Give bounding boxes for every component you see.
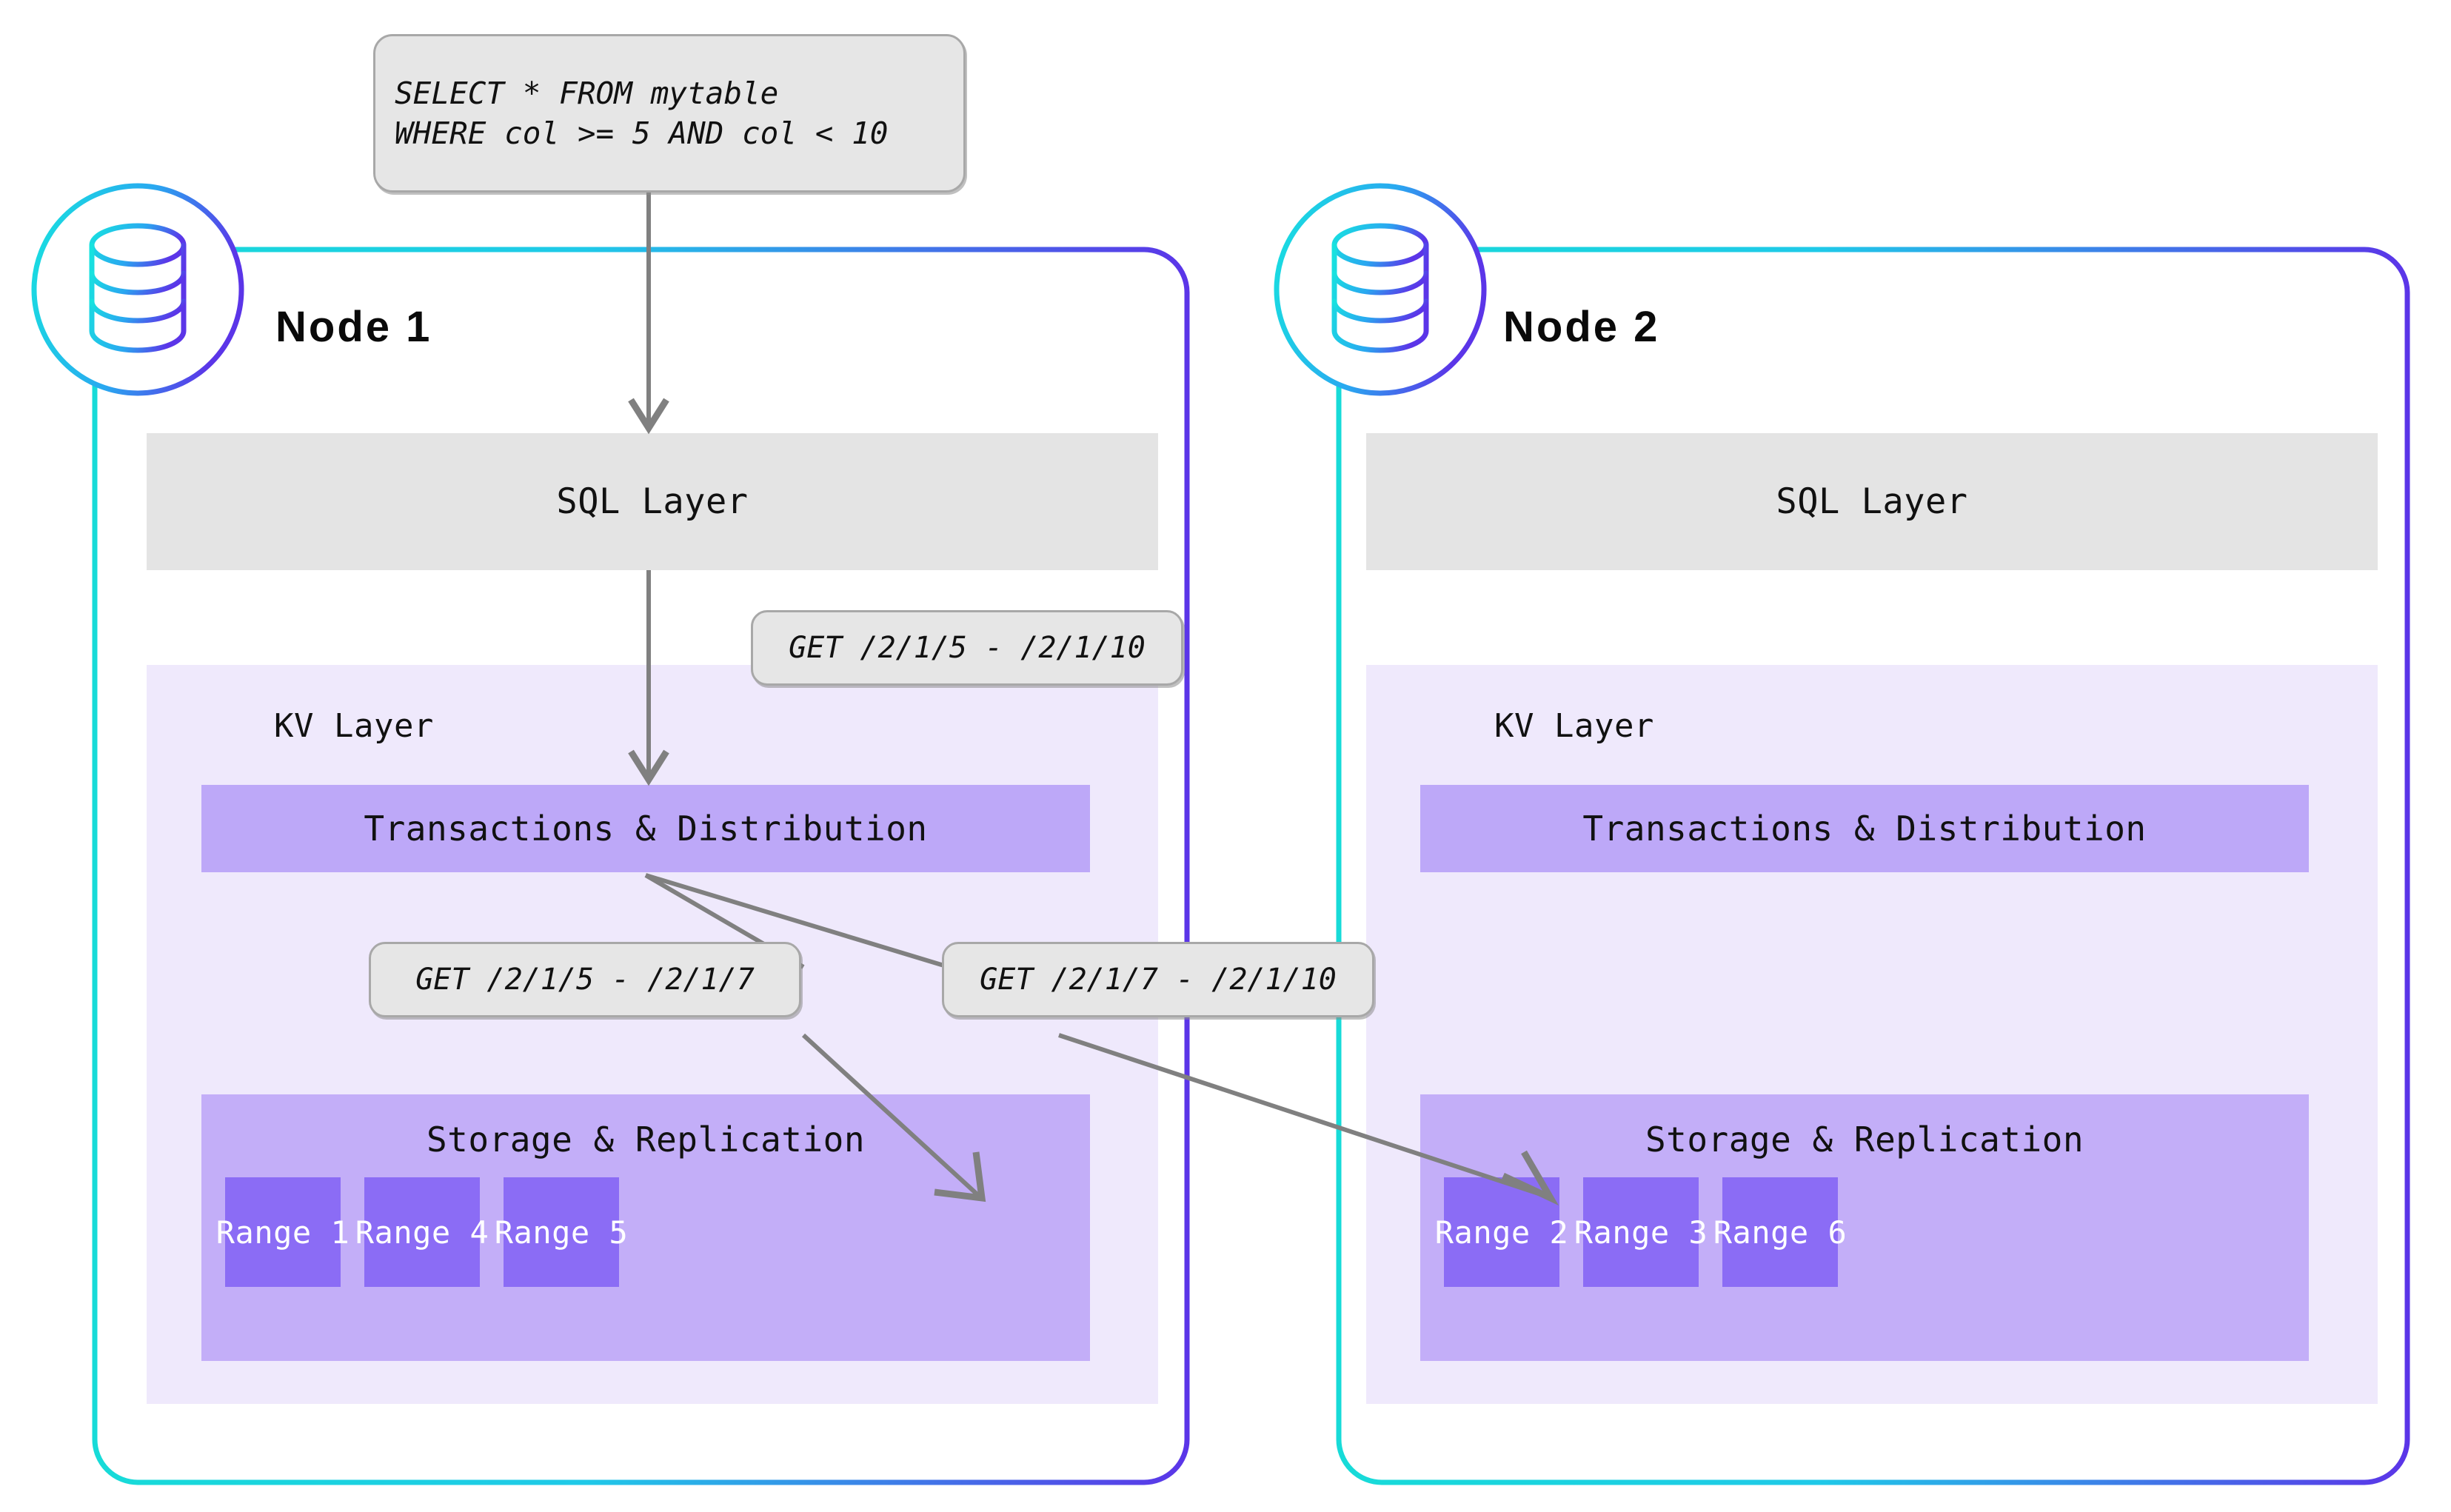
node-1-storage-label: Storage & Replication <box>426 1120 866 1160</box>
get-full-range-label: GET /2/1/5 - /2/1/10 <box>789 631 1146 665</box>
node-1-transactions-label: Transactions & Distribution <box>364 809 928 849</box>
node-2-transactions-bar[interactable]: Transactions & Distribution <box>1420 785 2309 872</box>
get-full-range-callout[interactable]: GET /2/1/5 - /2/1/10 <box>751 610 1183 686</box>
database-icon-node-1 <box>31 183 244 396</box>
sql-query-line-1: SELECT * FROM mytable <box>395 75 779 111</box>
node-1-storage-panel: Storage & Replication Range 1 Range 4 Ra… <box>201 1094 1090 1361</box>
node-2-title: Node 2 <box>1503 303 1660 351</box>
node-2-transactions-label: Transactions & Distribution <box>1582 809 2147 849</box>
node-1-sql-layer-label: SQL Layer <box>556 481 749 522</box>
node-1-range-row: Range 1 Range 4 Range 5 <box>201 1177 1090 1287</box>
node-1-transactions-bar[interactable]: Transactions & Distribution <box>201 785 1090 872</box>
range-label: Range 3 <box>1574 1214 1708 1251</box>
range-box[interactable]: Range 3 <box>1574 1177 1708 1287</box>
get-left-range-label: GET /2/1/5 - /2/1/7 <box>415 963 755 997</box>
range-box[interactable]: Range 5 <box>495 1177 628 1287</box>
range-box[interactable]: Range 6 <box>1713 1177 1847 1287</box>
get-left-range-callout[interactable]: GET /2/1/5 - /2/1/7 <box>369 942 801 1017</box>
range-box[interactable]: Range 1 <box>216 1177 350 1287</box>
node-1-title: Node 1 <box>275 303 432 351</box>
get-right-range-label: GET /2/1/7 - /2/1/10 <box>980 963 1337 997</box>
node-2-sql-layer[interactable]: SQL Layer <box>1366 433 2378 570</box>
sql-query-line-2: WHERE col >= 5 AND col < 10 <box>395 116 889 151</box>
node-2-storage-panel: Storage & Replication Range 2 Range 3 Ra… <box>1420 1094 2309 1361</box>
node-1-kv-layer-label: KV Layer <box>274 707 434 745</box>
range-label: Range 4 <box>355 1214 489 1251</box>
range-label: Range 1 <box>215 1214 350 1251</box>
sql-query-callout[interactable]: SELECT * FROM mytable WHERE col >= 5 AND… <box>373 34 966 193</box>
range-label: Range 2 <box>1434 1214 1569 1251</box>
node-1-sql-layer[interactable]: SQL Layer <box>147 433 1158 570</box>
node-2-storage-label: Storage & Replication <box>1645 1120 2084 1160</box>
range-box[interactable]: Range 2 <box>1435 1177 1568 1287</box>
arrowhead-query-to-sql-layer <box>628 398 669 435</box>
range-box[interactable]: Range 4 <box>355 1177 489 1287</box>
node-2-sql-layer-label: SQL Layer <box>1776 481 1968 522</box>
get-right-range-callout[interactable]: GET /2/1/7 - /2/1/10 <box>942 942 1374 1017</box>
range-label: Range 6 <box>1713 1214 1848 1251</box>
node-2-kv-layer-label: KV Layer <box>1494 707 1654 745</box>
range-label: Range 5 <box>494 1214 629 1251</box>
node-2-range-row: Range 2 Range 3 Range 6 <box>1420 1177 2309 1287</box>
database-icon-node-2 <box>1274 183 1487 396</box>
